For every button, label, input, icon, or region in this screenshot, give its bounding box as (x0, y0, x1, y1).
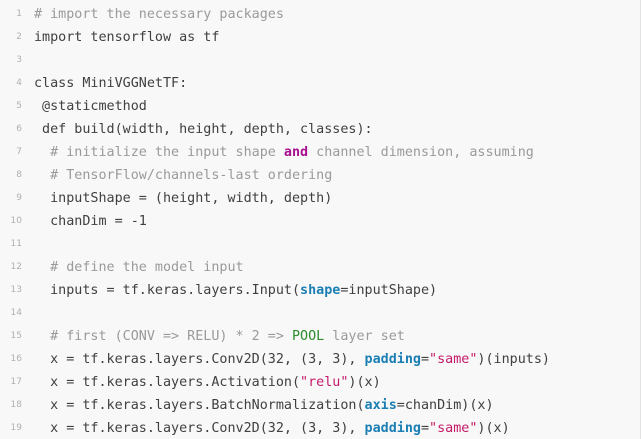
code-line: 6 def build(width, height, depth, classe… (0, 118, 640, 141)
code-token-text: def build(width, height, depth, classes)… (34, 122, 373, 137)
code-line: 10 chanDim = -1 (0, 210, 640, 233)
code-token-comment: # define the model input (34, 260, 244, 275)
code-token-string: "same" (429, 421, 478, 436)
code-line-content: inputShape = (height, width, depth) (34, 187, 332, 210)
line-number: 18 (10, 400, 22, 410)
line-number: 2 (16, 32, 22, 42)
code-token-comment: layer set (324, 329, 405, 344)
code-token-text: inputs = tf.keras.layers.Input( (34, 283, 301, 298)
code-line-content: x = tf.keras.layers.Activation("relu")(x… (34, 371, 381, 394)
code-token-text: @staticmethod (34, 99, 147, 114)
code-line: 3 (0, 49, 640, 72)
code-line-content: class MiniVGGNetTF: (34, 72, 187, 95)
line-number: 10 (10, 216, 22, 226)
code-token-text: =inputShape) (340, 283, 438, 298)
code-token-text: import tensorflow as tf (34, 30, 220, 45)
code-token-text: x = tf.keras.layers.BatchNormalization( (34, 398, 365, 413)
code-token-comment: # first (CONV => RELU) * 2 => (34, 329, 292, 344)
code-line-content: x = tf.keras.layers.BatchNormalization(a… (34, 394, 494, 417)
code-line: 14 (0, 302, 640, 325)
code-line: 15 # first (CONV => RELU) * 2 => POOL la… (0, 325, 640, 348)
code-line-content: # initialize the input shape and channel… (34, 141, 534, 164)
line-number: 4 (16, 78, 22, 88)
code-line-content: x = tf.keras.layers.Conv2D(32, (3, 3), p… (34, 348, 550, 371)
code-token-builtin: POOL (291, 329, 325, 344)
code-token-string: "relu" (300, 375, 349, 390)
code-token-comment: # import the necessary packages (34, 7, 284, 22)
code-line-content: def build(width, height, depth, classes)… (34, 118, 373, 141)
code-token-param: axis (364, 398, 397, 413)
line-number: 8 (16, 170, 22, 180)
line-number: 17 (10, 377, 22, 387)
line-number: 15 (10, 331, 22, 341)
code-token-text: =chanDim)(x) (396, 398, 494, 413)
code-line: 13 inputs = tf.keras.layers.Input(shape=… (0, 279, 640, 302)
code-line: 8 # TensorFlow/channels-last ordering (0, 164, 640, 187)
line-number: 12 (10, 262, 22, 272)
code-line-content: # first (CONV => RELU) * 2 => POOL layer… (34, 325, 405, 348)
code-token-text: x = tf.keras.layers.Conv2D(32, (3, 3), (34, 352, 365, 367)
code-line: 17 x = tf.keras.layers.Activation("relu"… (0, 371, 640, 394)
code-line-content: x = tf.keras.layers.Conv2D(32, (3, 3), p… (34, 417, 510, 439)
line-number: 9 (16, 193, 22, 203)
code-line: 11 (0, 233, 640, 256)
code-line: 4 class MiniVGGNetTF: (0, 72, 640, 95)
code-token-text: x = tf.keras.layers.Conv2D(32, (3, 3), (34, 421, 365, 436)
code-line: 1 # import the necessary packages (0, 3, 640, 26)
code-token-param: shape (300, 283, 341, 298)
code-token-text: = (420, 421, 430, 436)
line-number: 11 (10, 239, 22, 249)
code-token-comment: # TensorFlow/channels-last ordering (34, 168, 333, 183)
code-token-comment: channel dimension, assuming (308, 145, 534, 160)
code-line-content: # TensorFlow/channels-last ordering (34, 164, 332, 187)
code-line: 16 x = tf.keras.layers.Conv2D(32, (3, 3)… (0, 348, 640, 371)
code-line: 9 inputShape = (height, width, depth) (0, 187, 640, 210)
code-line: 12 # define the model input (0, 256, 640, 279)
code-line-content: # define the model input (34, 256, 244, 279)
line-number: 5 (16, 101, 22, 111)
line-number: 3 (16, 55, 22, 65)
code-token-text: )(x) (477, 421, 510, 436)
code-token-comment: # initialize the input shape (34, 145, 284, 160)
code-line: 5 @staticmethod (0, 95, 640, 118)
line-number: 6 (16, 124, 22, 134)
line-number: 1 (16, 9, 22, 19)
code-line-content: # import the necessary packages (34, 3, 284, 26)
code-token-text: )(x) (348, 375, 381, 390)
code-line-content: inputs = tf.keras.layers.Input(shape=inp… (34, 279, 437, 302)
code-line: 2 import tensorflow as tf (0, 26, 640, 49)
code-token-text: class MiniVGGNetTF: (34, 76, 188, 91)
code-token-param: padding (364, 352, 421, 367)
code-token-text: = (420, 352, 430, 367)
code-line: 19 x = tf.keras.layers.Conv2D(32, (3, 3)… (0, 417, 640, 439)
code-line-content: @staticmethod (34, 95, 147, 118)
code-line: 7 # initialize the input shape and chann… (0, 141, 640, 164)
code-line-content: import tensorflow as tf (34, 26, 219, 49)
code-token-string: "same" (429, 352, 478, 367)
line-number: 14 (10, 308, 22, 318)
code-token-text: )(inputs) (477, 352, 550, 367)
code-line-content: chanDim = -1 (34, 210, 147, 233)
code-token-text: inputShape = (height, width, depth) (34, 191, 333, 206)
code-token-text: chanDim = -1 (34, 214, 147, 229)
line-number: 16 (10, 354, 22, 364)
code-token-text: x = tf.keras.layers.Activation( (34, 375, 301, 390)
line-number: 7 (16, 147, 22, 157)
line-number: 13 (10, 285, 22, 295)
code-line: 18 x = tf.keras.layers.BatchNormalizatio… (0, 394, 640, 417)
code-token-keyword: and (283, 145, 309, 160)
code-token-param: padding (364, 421, 421, 436)
line-number: 19 (10, 423, 22, 433)
